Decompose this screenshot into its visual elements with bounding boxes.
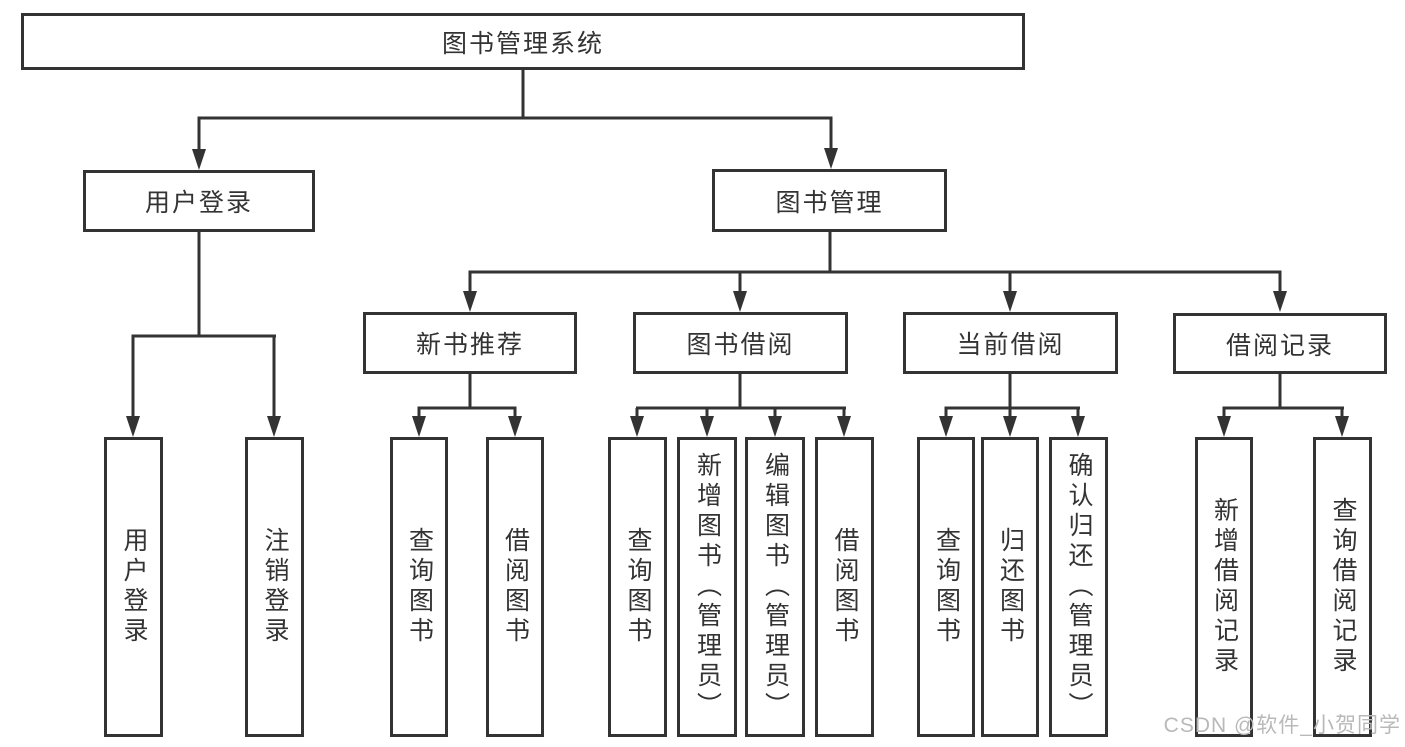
node-borrow-record-label: 借阅记录 — [1225, 331, 1334, 360]
leaf-add-borrow-record-label: 新增借阅记录 — [1210, 497, 1239, 677]
leaf-confirm-return-admin: 确认归还（管理员） — [1049, 437, 1108, 737]
node-current-borrow: 当前借阅 — [903, 312, 1118, 374]
leaf-current-query-book-label: 查询图书 — [932, 527, 961, 647]
leaf-return-book-label: 归还图书 — [996, 527, 1025, 647]
node-new-book-recommend-label: 新书推荐 — [415, 331, 524, 359]
node-book-management-label: 图书管理 — [775, 188, 884, 217]
leaf-add-borrow-record: 新增借阅记录 — [1195, 437, 1253, 737]
node-user-login: 用户登录 — [83, 170, 315, 232]
leaf-add-book-admin-label: 新增图书（管理员） — [693, 452, 722, 722]
connector-paths — [131, 70, 1344, 420]
leaf-recommend-borrow-book: 借阅图书 — [486, 437, 544, 737]
node-book-management: 图书管理 — [712, 169, 947, 232]
leaf-borrow-query-book-label: 查询图书 — [624, 527, 652, 647]
leaf-current-query-book: 查询图书 — [917, 437, 975, 737]
leaf-logout-label: 注销登录 — [261, 527, 289, 647]
leaf-borrow-book-label: 借阅图书 — [831, 527, 859, 647]
leaf-borrow-query-book: 查询图书 — [608, 437, 667, 737]
leaf-recommend-query-book-label: 查询图书 — [405, 527, 434, 647]
csdn-watermark: CSDN @软件_小贺同学 — [1163, 714, 1401, 737]
leaf-add-book-admin: 新增图书（管理员） — [677, 437, 737, 737]
leaf-borrow-book: 借阅图书 — [815, 437, 874, 737]
leaf-recommend-borrow-book-label: 借阅图书 — [501, 527, 530, 647]
node-new-book-recommend: 新书推荐 — [363, 312, 577, 374]
leaf-recommend-query-book: 查询图书 — [390, 437, 448, 737]
leaf-query-borrow-record-label: 查询借阅记录 — [1329, 497, 1357, 677]
leaf-user-login-label: 用户登录 — [120, 527, 148, 647]
arrow-heads — [126, 148, 1349, 437]
node-book-borrow: 图书借阅 — [633, 312, 848, 374]
leaf-edit-book-admin-label: 编辑图书（管理员） — [761, 452, 790, 722]
node-book-borrow-label: 图书借阅 — [686, 331, 795, 359]
leaf-confirm-return-admin-label: 确认归还（管理员） — [1065, 452, 1093, 722]
leaf-edit-book-admin: 编辑图书（管理员） — [745, 437, 805, 737]
leaf-query-borrow-record: 查询借阅记录 — [1313, 437, 1372, 737]
node-root: 图书管理系统 — [21, 13, 1025, 70]
leaf-return-book: 归还图书 — [981, 437, 1039, 737]
node-current-borrow-label: 当前借阅 — [956, 331, 1065, 359]
node-borrow-record: 借阅记录 — [1173, 313, 1387, 374]
node-root-label: 图书管理系统 — [441, 29, 604, 58]
leaf-user-login: 用户登录 — [104, 437, 163, 737]
node-user-login-label: 用户登录 — [144, 189, 253, 217]
leaf-logout: 注销登录 — [245, 437, 304, 737]
